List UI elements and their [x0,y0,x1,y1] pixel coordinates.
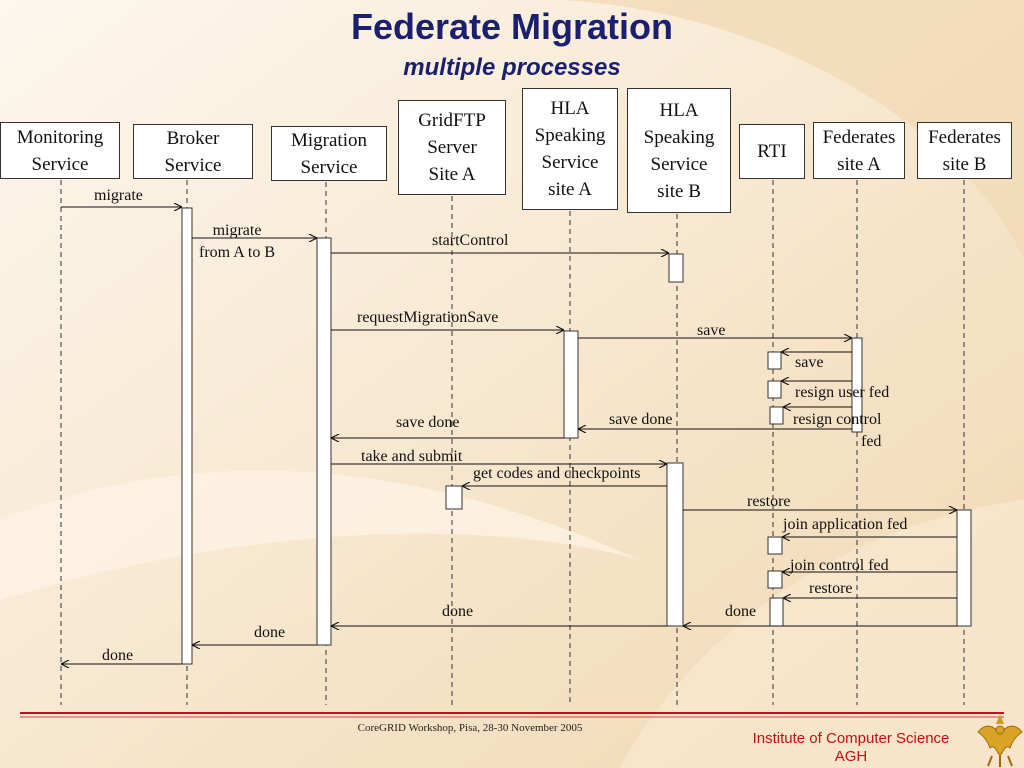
participant-monitoring-service: Monitoring Service [0,122,120,179]
label-save-done-hla-a: save done [609,411,673,428]
label-done-monitoring: done [102,647,134,664]
label-request-migration-save: requestMigrationSave [357,309,499,326]
slide-subtitle: multiple processes [403,54,621,81]
activation-migration [316,237,332,646]
activation-rti-resign-user [767,380,782,399]
label-get-codes-and-checkpoints: get codes and checkpoints [473,465,641,482]
activation-rti-restore [769,597,784,627]
label-done-broker: done [254,624,286,641]
participant-broker-service: Broker Service [133,124,253,179]
participant-federates-site-b: Federates site B [917,122,1012,179]
label-restore-fed-b: restore [747,493,791,510]
activation-hla-b-start [668,253,684,283]
participant-migration-service: Migration Service [271,126,387,181]
activation-hla-b-main [666,462,684,627]
label-save-rti: save [795,354,824,371]
participant-rti: RTI [739,124,805,179]
label-join-control-fed: join control fed [790,557,889,574]
label-migrate: migrate [94,187,143,204]
participant-hla-speaking-service-b: HLA Speaking Service site B [627,88,731,213]
footer-workshop: CoreGRID Workshop, Pisa, 28-30 November … [357,722,583,734]
activation-rti-resign-control [769,406,784,425]
slide-title: Federate Migration [350,6,674,47]
label-resign-control-fed: resign control fed [793,411,882,450]
activation-gridftp [445,485,463,510]
label-save-done-migration: save done [396,414,460,431]
label-restore-rti: restore [809,580,853,597]
activation-hla-a [563,330,579,439]
label-resign-user-fed: resign user fed [795,384,890,401]
agh-eagle-crest-icon [977,714,1023,767]
label-done-hla-b: done [725,603,757,620]
label-start-control: startControl [432,232,509,249]
label-join-application-fed: join application fed [783,516,908,533]
participant-federates-site-a: Federates site A [813,122,905,179]
label-done-migration: done [442,603,474,620]
label-take-and-submit: take and submit [361,448,463,465]
activation-rti-join-app [767,536,783,555]
label-save-fed: save [697,322,726,339]
participant-hla-speaking-service-a: HLA Speaking Service site A [522,88,618,210]
label-migrate-from-a-to-b: migrate from A to B [199,222,276,261]
activation-broker [181,207,193,665]
activation-fed-b [956,509,972,627]
institution-name: Institute of Computer Science AGH [752,730,950,765]
activation-fed-a [851,337,863,433]
activation-rti-join-control [767,570,783,589]
activation-rti-save [767,351,782,370]
participant-gridftp-server: GridFTP Server Site A [398,100,506,195]
